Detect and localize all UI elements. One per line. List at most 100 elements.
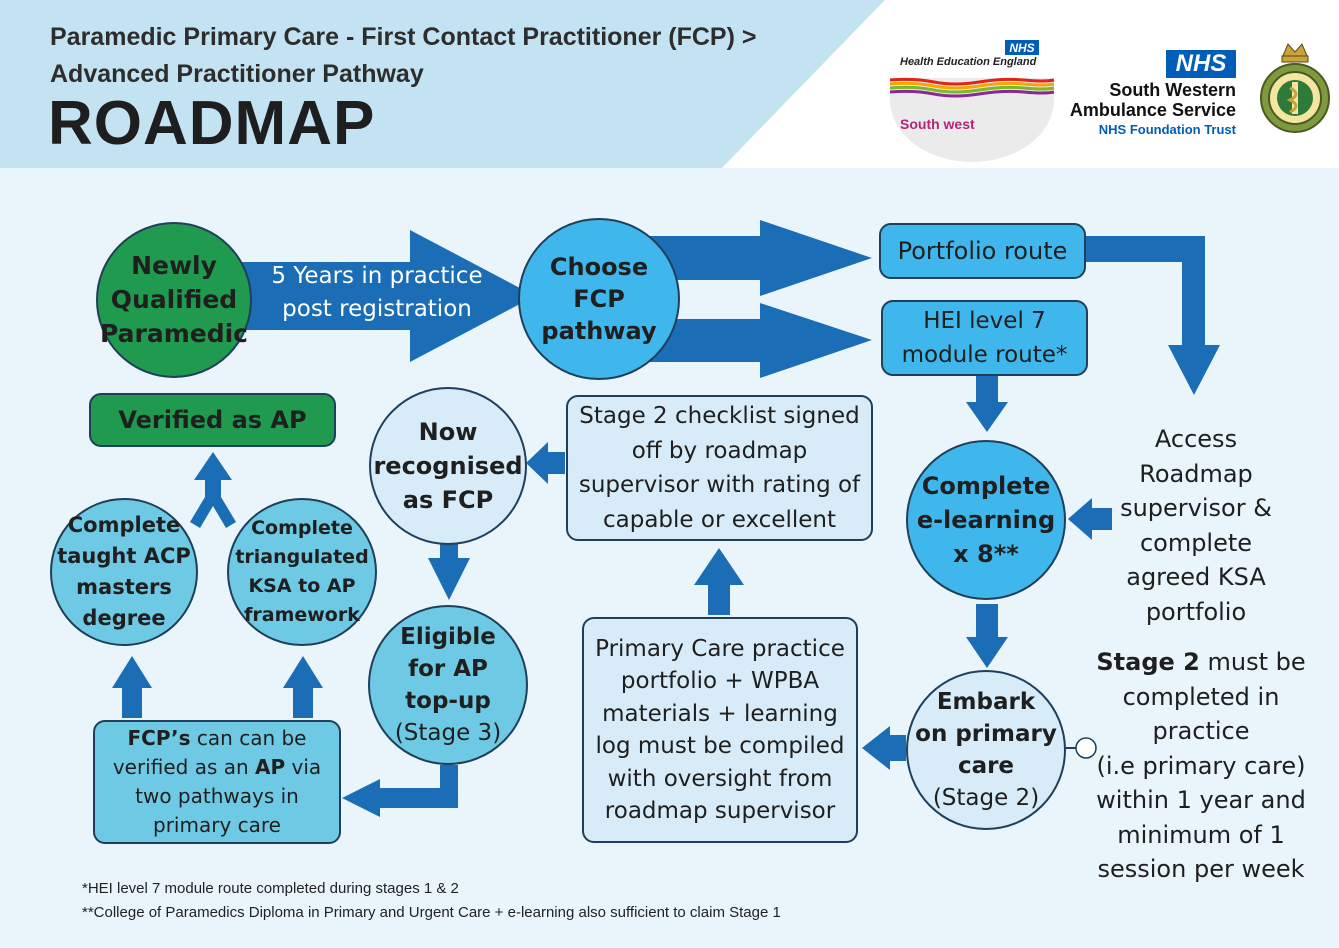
ap-bold: AP: [255, 755, 286, 779]
swas-line1: South Western: [1109, 80, 1236, 100]
node-primary-care-line2: portfolio + WPBA: [620, 668, 820, 694]
node-triangulated: Complete triangulated KSA to AP framewor…: [227, 498, 377, 646]
access-roadmap-line6: portfolio: [1145, 597, 1247, 626]
flow-arrows: [112, 220, 1220, 817]
arrow-to-taught-acp: [112, 656, 152, 718]
access-roadmap-line1: Access: [1154, 425, 1238, 453]
node-eligible-line2: for AP: [408, 656, 488, 682]
arrow-to-choose-fcp: [205, 230, 535, 362]
header-title-line1: Paramedic Primary Care - First Contact P…: [50, 23, 757, 51]
hee-logo-shape: [889, 77, 1055, 162]
arrow-to-portfolio-log: [862, 726, 906, 770]
hee-region: South west: [900, 116, 975, 132]
node-primary-care-line4: log must be compiled: [595, 733, 845, 759]
node-verified-ap-label: Verified as AP: [118, 406, 307, 434]
node-primary-care-line3: materials + learning: [602, 700, 838, 727]
header-title-line2: Advanced Practitioner Pathway: [50, 60, 424, 88]
node-newly-qualified-line2: Qualified: [110, 285, 238, 314]
stage2-note-line3: practice: [1152, 717, 1250, 745]
node-newly-qualified-line3: Paramedic: [99, 319, 248, 348]
node-stage2-checklist-line2: off by roadmap: [631, 437, 808, 464]
node-complete-elearning-line2: e-learning: [916, 506, 1056, 534]
fcp-text3: via: [285, 755, 322, 779]
node-embark-line4: (Stage 2): [932, 785, 1040, 811]
node-primary-care-line6: roadmap supervisor: [604, 798, 836, 824]
node-stage2-checklist-line1: Stage 2 checklist signed: [579, 403, 860, 429]
stage2-note-line4: (i.e primary care): [1096, 751, 1306, 780]
node-fcp-verified-line4: primary care: [153, 813, 281, 837]
fcp-text2: verified as an: [112, 755, 256, 779]
node-choose-fcp-line1: Choose: [549, 253, 649, 281]
hee-name: Health Education England: [900, 56, 1037, 68]
five-years-line1: 5 Years in practice: [271, 263, 483, 289]
node-primary-care-line5: with oversight from: [607, 765, 833, 792]
arrow-to-elearning: [966, 373, 1008, 432]
arrow-to-verified-ap: [190, 452, 236, 528]
arrow-access-to-elearning: [1068, 498, 1112, 540]
node-primary-care-portfolio: Primary Care practice portfolio + WPBA m…: [582, 617, 858, 843]
node-complete-elearning-line3: x 8**: [953, 540, 1019, 568]
node-fcp-verified-line3: two pathways in: [135, 784, 299, 808]
node-taught-acp-line4: degree: [82, 606, 166, 630]
node-complete-elearning-line1: Complete: [921, 472, 1051, 500]
footnote-2: **College of Paramedics Diploma in Prima…: [82, 904, 781, 921]
node-fcp-verified: FCP’s can can be verified as an AP via t…: [93, 720, 341, 844]
node-embark-primary-care: Embark on primary care (Stage 2): [906, 670, 1066, 830]
node-triangulated-line3: KSA to AP: [248, 575, 356, 597]
node-eligible-line1: Eligible: [400, 624, 496, 650]
node-stage2-checklist-line4: capable or excellent: [603, 506, 836, 533]
node-hei-route-line1: HEI level 7: [923, 308, 1046, 334]
stage2-note-line2: completed in: [1122, 682, 1280, 711]
swas-line3: NHS Foundation Trust: [1098, 122, 1236, 137]
node-embark-line3: care: [957, 753, 1015, 779]
access-roadmap-line5: agreed KSA: [1126, 563, 1266, 591]
arrow-to-now-recognised: [526, 442, 565, 484]
arrow-to-eligible: [428, 535, 470, 600]
stage2-note-line7: session per week: [1097, 855, 1305, 883]
node-embark-line2: on primary: [915, 721, 1057, 747]
node-triangulated-line1: Complete: [251, 517, 353, 539]
stage2-note: Stage 2 must be completed in practice (i…: [1088, 645, 1314, 887]
node-choose-fcp: Choose FCP pathway: [518, 218, 680, 380]
node-hei-route-line2: module route*: [901, 342, 1068, 368]
page-title: ROADMAP: [48, 89, 376, 158]
node-fcp-verified-line1: FCP’s can can be: [128, 724, 307, 753]
hee-nhs-badge: NHS: [1005, 40, 1039, 55]
note-connector-dot: [1075, 737, 1097, 759]
node-triangulated-line2: triangulated: [235, 546, 369, 568]
stage2-note-rest: must be: [1199, 648, 1306, 676]
node-newly-qualified: Newly Qualified Paramedic: [96, 222, 252, 378]
swas-nhs-badge: NHS: [1166, 50, 1236, 78]
node-now-recognised-line3: as FCP: [402, 486, 494, 514]
node-now-recognised-line1: Now: [418, 418, 478, 446]
node-complete-elearning: Complete e-learning x 8**: [906, 440, 1066, 600]
node-stage2-checklist: Stage 2 checklist signed off by roadmap …: [566, 395, 873, 541]
node-taught-acp-line2: taught ACP: [57, 544, 191, 568]
footnote-1: *HEI level 7 module route completed duri…: [82, 880, 459, 897]
node-verified-ap: Verified as AP: [89, 393, 336, 447]
access-roadmap-text: Access Roadmap supervisor & complete agr…: [1108, 422, 1284, 629]
stage2-note-line6: minimum of 1: [1117, 820, 1285, 849]
arrow-to-triangulated: [283, 656, 323, 718]
header-band: [0, 0, 885, 168]
ambulance-crest-icon: [1260, 43, 1330, 133]
node-now-recognised-line2: recognised: [373, 452, 523, 480]
access-roadmap-line4: complete: [1139, 528, 1253, 557]
access-roadmap-line2: Roadmap: [1139, 459, 1253, 488]
node-taught-acp-line3: masters: [76, 575, 172, 599]
node-primary-care-line1: Primary Care practice: [595, 635, 845, 662]
fcp-bold: FCP’s: [127, 726, 191, 750]
node-eligible-line4: (Stage 3): [394, 720, 502, 746]
node-eligible-line3: top-up: [405, 688, 491, 714]
fcp-text1: can can be: [190, 726, 307, 750]
arrow-to-embark: [966, 604, 1008, 668]
node-embark-line1: Embark: [936, 689, 1036, 715]
swas-line2: Ambulance Service: [1069, 100, 1236, 120]
node-hei-route: HEI level 7 module route*: [881, 300, 1088, 376]
node-stage2-checklist-line3: supervisor with rating of: [578, 472, 861, 498]
hee-logo: NHS Health Education England South west: [884, 38, 1059, 166]
five-years-label: 5 Years in practice post registration: [262, 260, 492, 326]
node-newly-qualified-line1: Newly: [131, 251, 217, 280]
access-roadmap-line3: supervisor &: [1120, 494, 1272, 522]
